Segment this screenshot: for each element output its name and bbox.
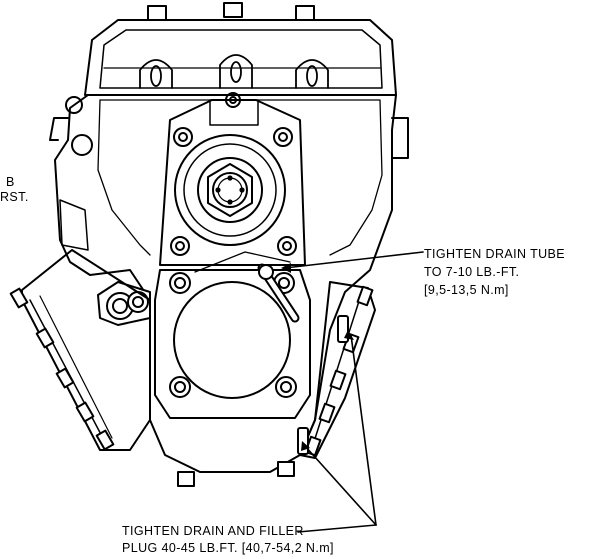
drain-tube-callout-line-2: TO 7-10 LB.-FT. — [424, 265, 520, 279]
left-callout-line-2: RST. — [0, 190, 28, 204]
top-cover — [84, 19, 397, 96]
drain-filler-callout-line-2: PLUG 40-45 LB.FT. [40,7-54,2 N.m] — [122, 541, 334, 555]
cover-ribs — [139, 54, 329, 89]
top-bolts — [147, 2, 315, 21]
front-cover-plate — [154, 251, 311, 419]
left-ears — [59, 96, 93, 251]
output-yoke — [174, 134, 286, 246]
left-callout-line-1: B — [6, 175, 15, 189]
drain-tube-callout-line-1: TIGHTEN DRAIN TUBE — [424, 247, 566, 261]
main-housing — [49, 94, 409, 473]
upper-flange — [159, 92, 306, 266]
drain-filler-callout-line-1: TIGHTEN DRAIN AND FILLER — [122, 524, 304, 538]
right-pan — [299, 281, 376, 459]
leader-lines — [284, 251, 424, 533]
drain-tube-callout-line-3: [9,5-13,5 N.m] — [424, 283, 509, 297]
left-callout-partial: B RST. — [0, 175, 28, 205]
drain-tube — [257, 263, 300, 323]
leader-arrowheads — [281, 263, 354, 451]
bottom-bolts — [177, 461, 295, 487]
left-pan — [9, 249, 151, 451]
